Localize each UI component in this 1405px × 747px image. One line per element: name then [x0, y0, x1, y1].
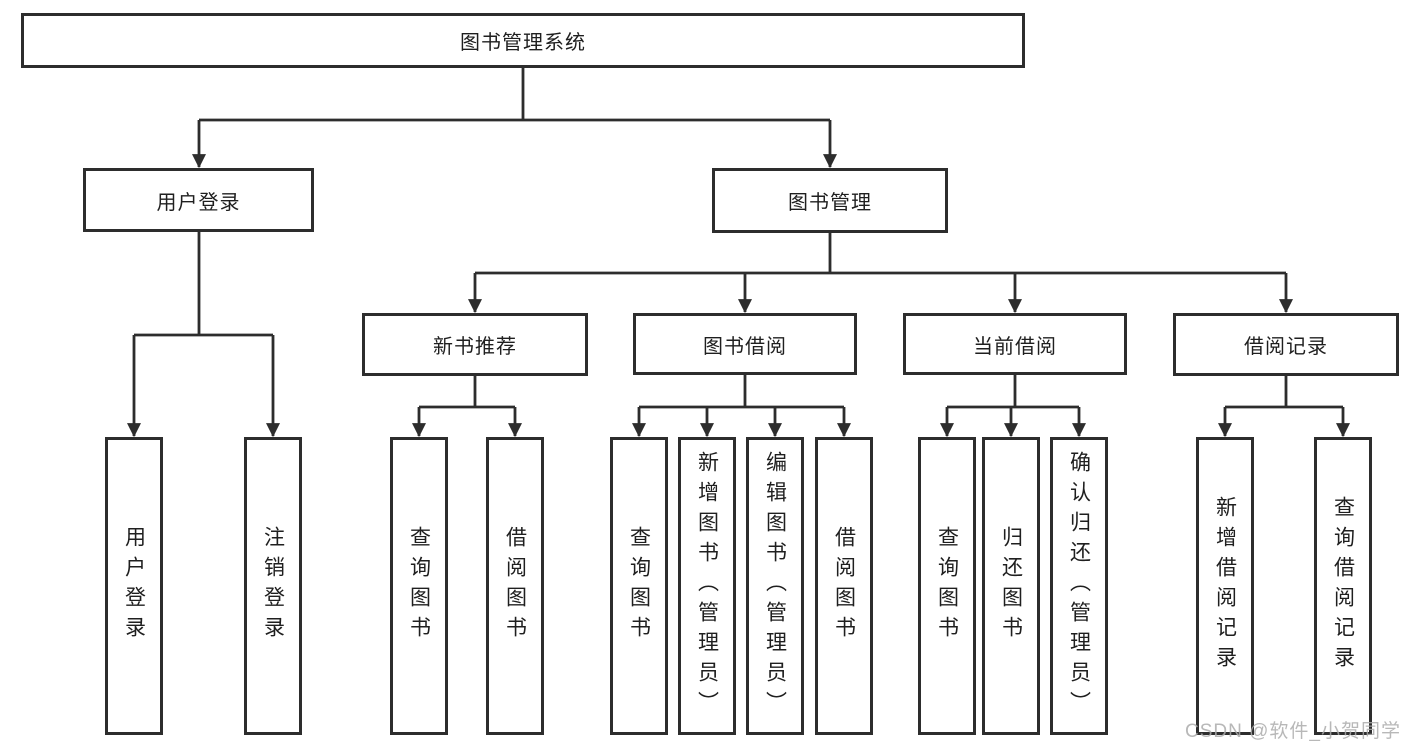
connector-root: [192, 68, 837, 169]
leaf-add-borrow-record-label: 新增借阅记录: [1213, 496, 1237, 676]
leaf-logout-label: 注销登录: [261, 526, 285, 646]
leaf-confirm-return-admin: 确认归还（管理员）: [1050, 437, 1108, 735]
leaf-borrow-book-1: 借阅图书: [486, 437, 544, 735]
leaf-borrow-book-1-label: 借阅图书: [503, 526, 527, 646]
leaf-edit-book-admin: 编辑图书（管理员）: [746, 437, 804, 735]
node-root: 图书管理系统: [21, 13, 1025, 68]
connector-borrow-record: [1218, 376, 1350, 438]
node-new-book-recommend: 新书推荐: [362, 313, 588, 376]
leaf-query-book-2-label: 查询图书: [627, 526, 651, 646]
leaf-user-login: 用户登录: [105, 437, 163, 735]
node-book-management: 图书管理: [712, 168, 948, 233]
leaf-borrow-book-2: 借阅图书: [815, 437, 873, 735]
connector-user-login: [127, 232, 280, 438]
leaf-user-login-label: 用户登录: [122, 526, 146, 646]
leaf-query-book-1-label: 查询图书: [407, 526, 431, 646]
node-current-borrow: 当前借阅: [903, 313, 1127, 375]
leaf-return-book: 归还图书: [982, 437, 1040, 735]
leaf-query-book-3: 查询图书: [918, 437, 976, 735]
node-current-borrow-label: 当前借阅: [973, 335, 1057, 358]
node-borrow-record: 借阅记录: [1173, 313, 1399, 376]
leaf-add-book-admin-label: 新增图书（管理员）: [695, 451, 719, 721]
node-book-management-label: 图书管理: [788, 192, 872, 214]
node-user-login-label: 用户登录: [156, 191, 241, 214]
leaf-confirm-return-admin-label: 确认归还（管理员）: [1067, 451, 1091, 721]
leaf-query-book-3-label: 查询图书: [935, 526, 959, 646]
node-borrow-record-label: 借阅记录: [1244, 336, 1328, 358]
node-book-borrow: 图书借阅: [633, 313, 857, 375]
leaf-return-book-label: 归还图书: [999, 526, 1023, 646]
watermark: CSDN @软件_小贺同学: [1185, 721, 1401, 742]
leaf-add-book-admin: 新增图书（管理员）: [678, 437, 736, 735]
connector-book-borrow: [632, 375, 851, 438]
leaf-query-borrow-record: 查询借阅记录: [1314, 437, 1372, 735]
leaf-edit-book-admin-label: 编辑图书（管理员）: [763, 451, 787, 721]
leaf-query-book-2: 查询图书: [610, 437, 668, 735]
connector-new-book: [412, 376, 522, 438]
leaf-logout: 注销登录: [244, 437, 302, 735]
node-user-login: 用户登录: [83, 168, 314, 232]
node-root-label: 图书管理系统: [460, 32, 586, 54]
leaf-add-borrow-record: 新增借阅记录: [1196, 437, 1254, 735]
node-new-book-recommend-label: 新书推荐: [433, 336, 517, 358]
node-book-borrow-label: 图书借阅: [703, 335, 787, 358]
leaf-query-book-1: 查询图书: [390, 437, 448, 735]
leaf-borrow-book-2-label: 借阅图书: [832, 526, 856, 646]
connector-book-management: [468, 233, 1293, 314]
connector-current-borrow: [940, 375, 1086, 438]
leaf-query-borrow-record-label: 查询借阅记录: [1331, 496, 1355, 676]
